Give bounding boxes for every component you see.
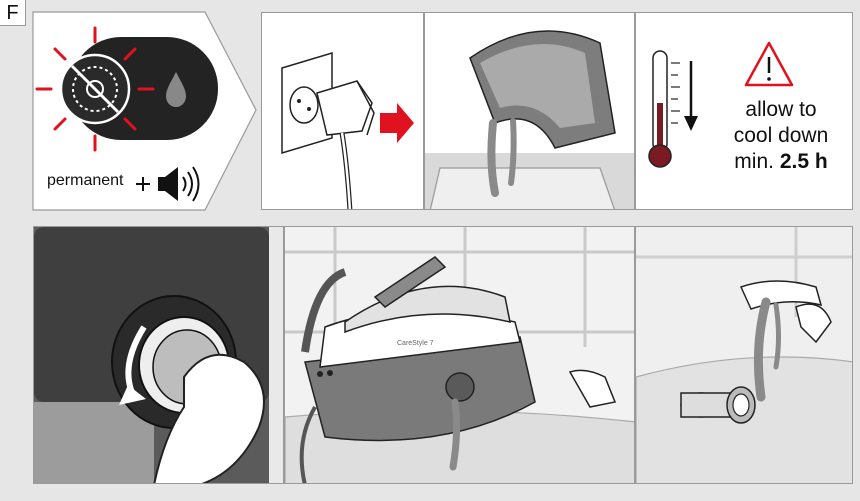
base-station-panel: CareStyle 7 <box>284 226 635 484</box>
cooldown-panel: allow to cool down min. 2.5 h <box>635 12 853 210</box>
device-label: CareStyle 7 <box>397 340 434 347</box>
thermometer-icon <box>649 51 698 167</box>
arrow-right-icon <box>380 103 414 143</box>
unplug-panel <box>261 12 424 210</box>
section-letter: F <box>0 0 26 26</box>
warning-triangle-icon <box>746 43 792 85</box>
indicator-panel <box>0 0 280 215</box>
indicator-label: permanent <box>47 172 124 190</box>
rinse-cap-panel <box>635 226 853 484</box>
cooldown-text: allow to cool down min. 2.5 h <box>711 97 851 175</box>
tank-drain-panel <box>424 12 635 210</box>
rotate-cap-panel <box>33 226 284 484</box>
